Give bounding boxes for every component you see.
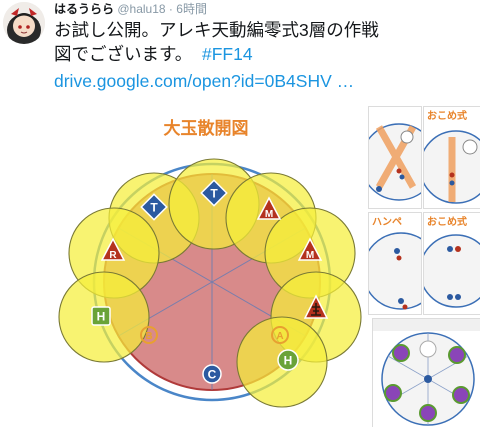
marker-label: R <box>109 250 117 261</box>
enemy-marker <box>303 294 329 319</box>
url-link[interactable]: drive.google.com/open?id=0B4SHV … <box>54 71 355 91</box>
side-panel-4-diagram: おこめ式 <box>424 215 480 308</box>
side-panel-5-diagram <box>373 319 480 426</box>
tweet-text-line-2: 図でございます。 #FF14 <box>54 42 476 66</box>
side-panel-1-diagram <box>369 123 421 201</box>
side-panel-2[interactable]: おこめ式 <box>423 106 480 209</box>
side-panel-4[interactable]: おこめ式 <box>423 212 480 315</box>
tweet-text-line-2-body: 図でございます。 <box>54 44 193 64</box>
author-handle[interactable]: @halu18 <box>117 2 166 16</box>
marker-label: M <box>306 250 314 261</box>
marker-label: A <box>276 331 283 342</box>
tank-marker-1: T <box>140 193 168 221</box>
marker-label: B <box>145 331 152 342</box>
marker-label: M <box>265 209 273 220</box>
side-panel-1[interactable] <box>368 106 422 209</box>
side-panel-3[interactable]: ハンペ <box>368 212 422 315</box>
healer-marker-1: H <box>91 306 111 326</box>
side-panel-3-diagram: ハンペ <box>369 217 421 310</box>
side-panel-title: おこめ式 <box>427 215 467 228</box>
marker-label: T <box>150 201 158 215</box>
strategy-diagram[interactable]: 大玉散開図 T <box>54 106 364 427</box>
waymark-b: B <box>140 326 158 344</box>
melee-marker-2: M <box>297 237 323 261</box>
waymark-a: A <box>271 326 289 344</box>
tweet-header: はるうらら @halu18 · 6時間 <box>54 2 207 17</box>
hashtag-link[interactable]: #FF14 <box>201 44 253 64</box>
marker-label: T <box>210 187 218 201</box>
melee-marker-1: M <box>256 196 282 220</box>
diagram-title: 大玉散開図 <box>164 118 249 138</box>
timestamp[interactable]: 6時間 <box>176 2 207 16</box>
tweet-text-line-1: お試し公開。アレキ天動編零式3層の作戦 <box>54 20 379 40</box>
healer-marker-2: H <box>277 349 299 371</box>
strategy-diagram-svg: 大玉散開図 T <box>58 118 362 408</box>
tank-marker-2: T <box>200 179 228 207</box>
media-attachment[interactable]: 大玉散開図 T <box>54 106 480 427</box>
ranged-marker: R <box>100 237 126 261</box>
marker-label: H <box>284 354 293 368</box>
avatar[interactable] <box>3 2 45 44</box>
author-name[interactable]: はるうらら <box>54 2 115 16</box>
side-panel-5[interactable] <box>372 318 480 427</box>
side-panel-title: ハンペ <box>372 217 402 228</box>
marker-label: H <box>97 310 106 324</box>
marker-label: C <box>208 368 217 382</box>
waymark-c: C <box>202 364 222 384</box>
side-panel-title: おこめ式 <box>427 109 467 122</box>
avatar-image <box>3 2 45 44</box>
tweet-text: お試し公開。アレキ天動編零式3層の作戦 図でございます。 #FF14 <box>54 18 476 66</box>
side-panel-2-diagram: おこめ式 <box>424 109 480 204</box>
separator-dot: · <box>168 2 173 16</box>
